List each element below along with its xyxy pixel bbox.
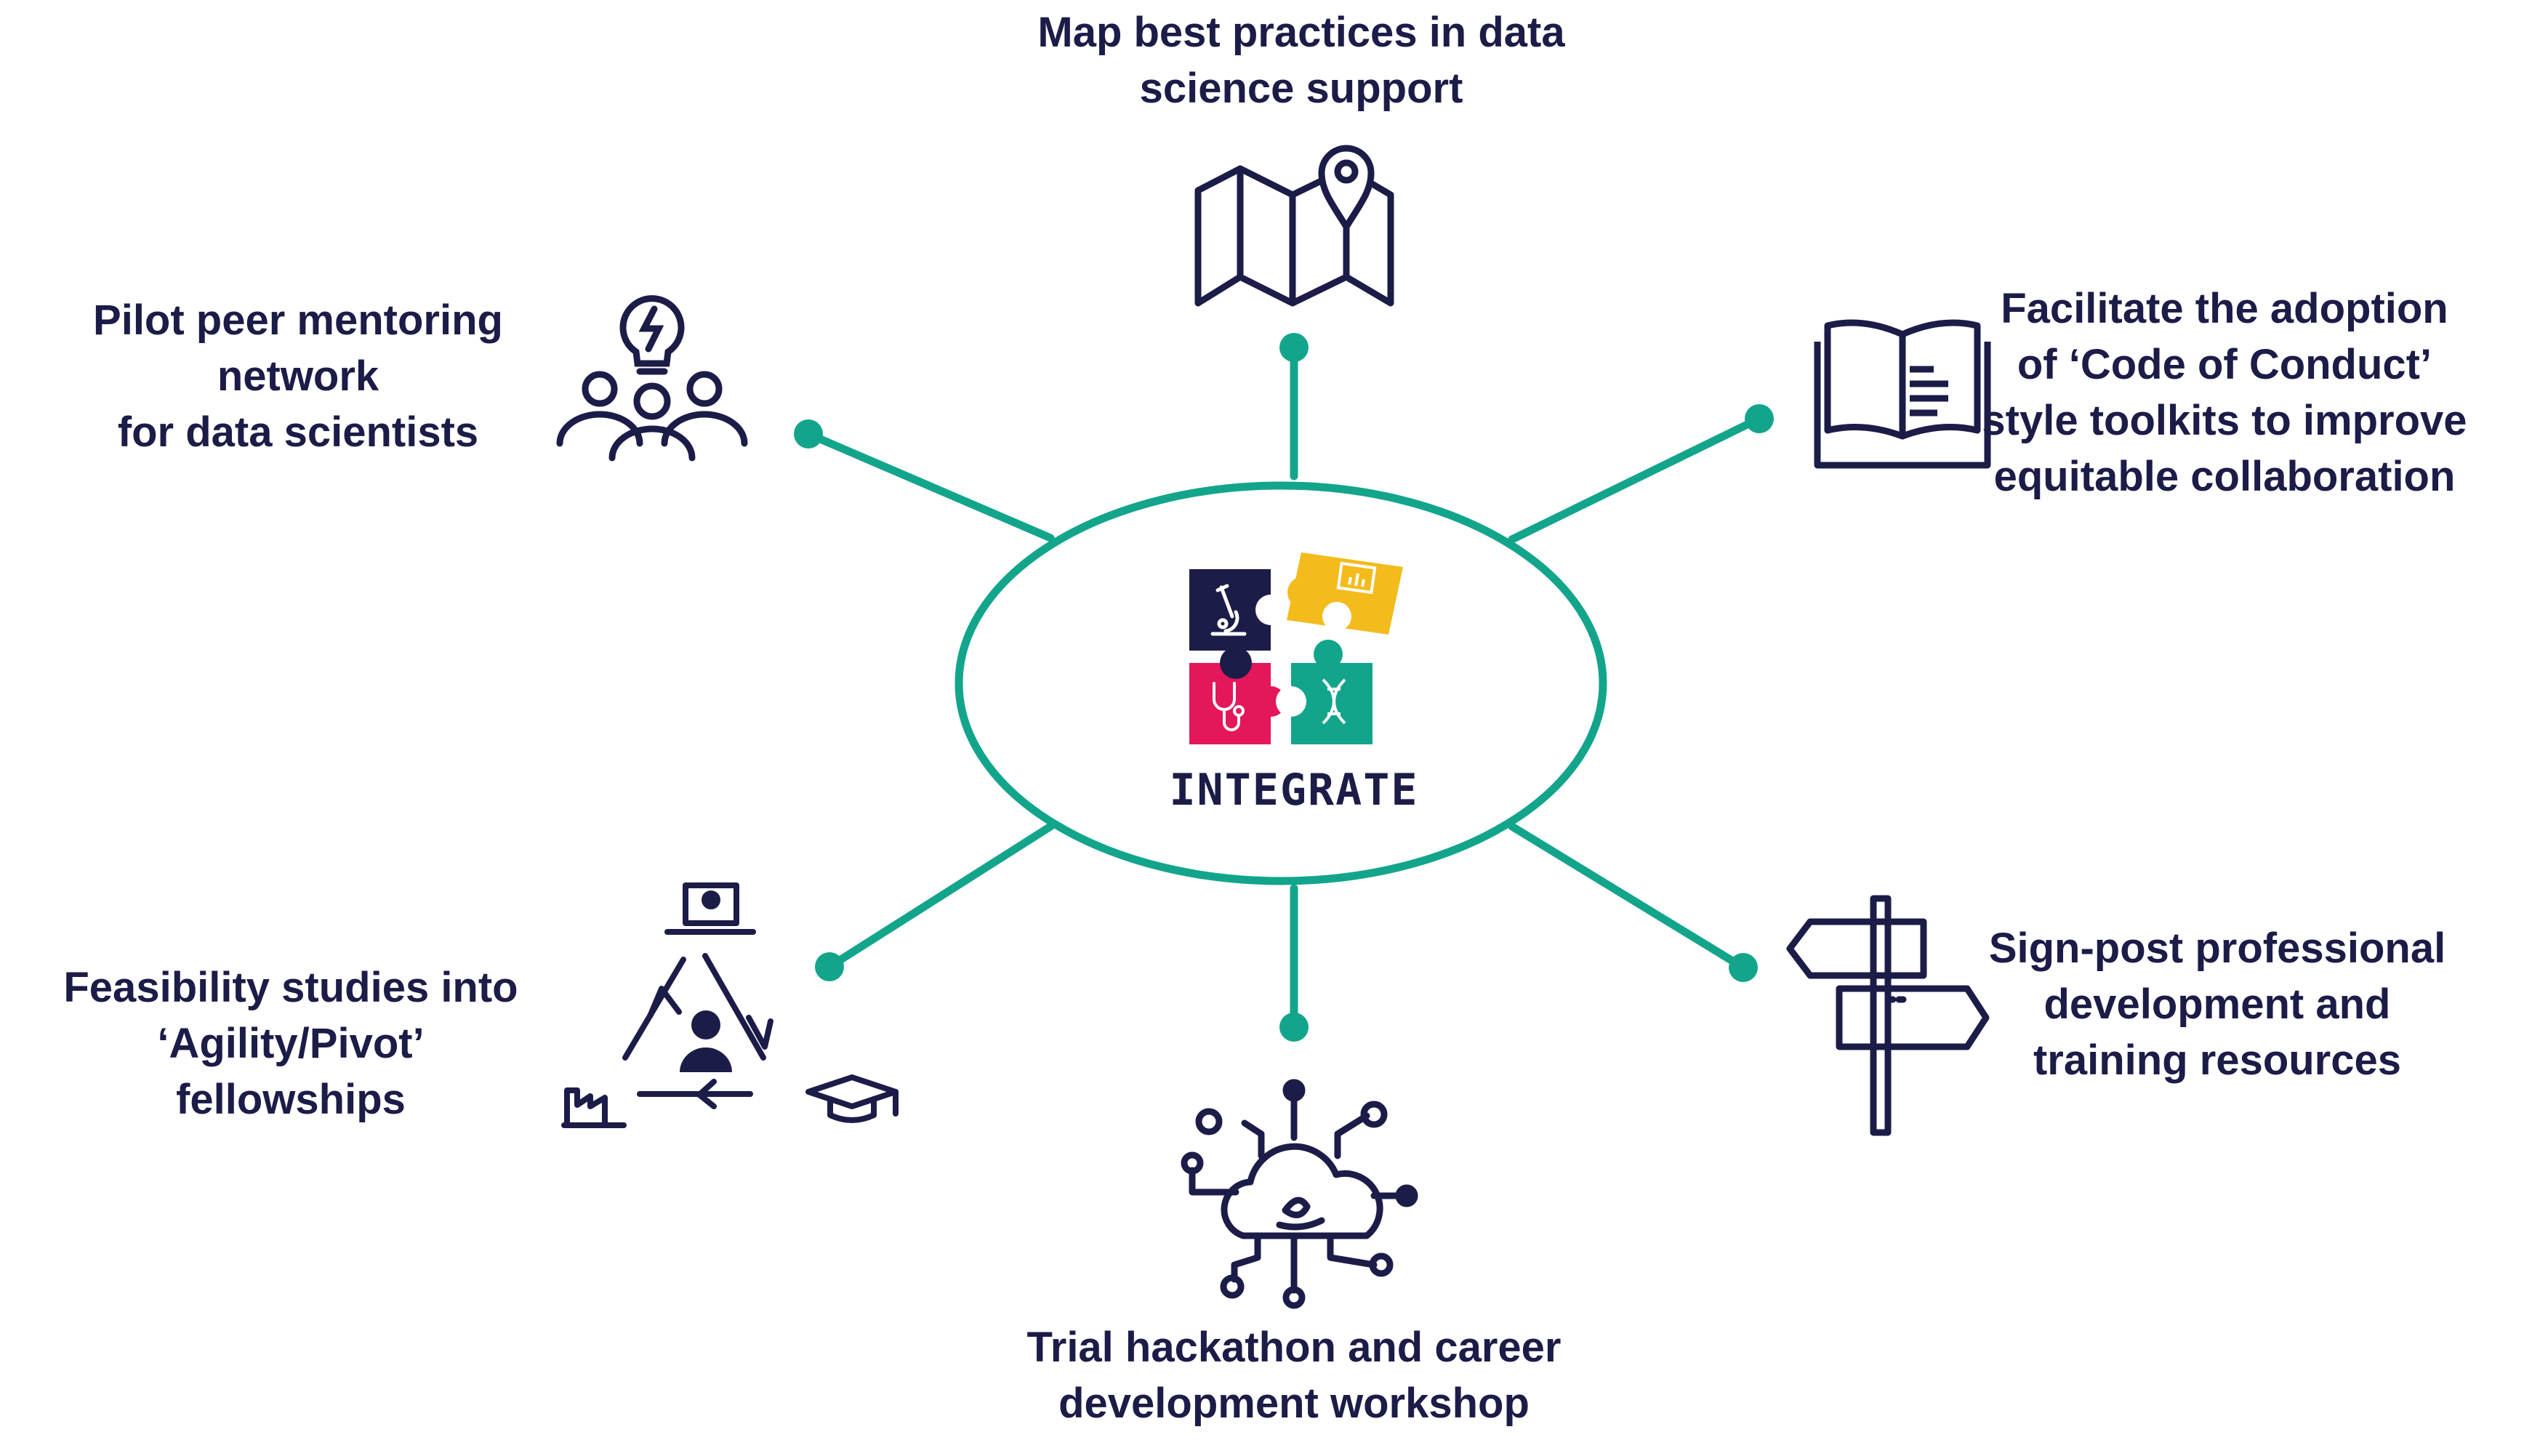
- stethoscope-icon: [1213, 682, 1245, 731]
- puzzle-piece-navy: [1189, 569, 1286, 651]
- label-line: Trial hackathon and career: [1026, 1324, 1562, 1371]
- label-map-best-practices: Map best practices in data science suppo…: [945, 4, 1657, 116]
- connector-hack: [1279, 884, 1309, 1042]
- connector-code: [1508, 404, 1774, 544]
- integrate-logo: [1189, 552, 1403, 744]
- connector-mentor: [794, 419, 1055, 542]
- puzzle-piece-teal: [1276, 640, 1372, 744]
- label-line: Map best practices in data: [1037, 9, 1565, 56]
- recycle-cycle-icon: [561, 882, 899, 1128]
- label-line: Pilot peer mentoring: [93, 297, 503, 344]
- label-hackathon: Trial hackathon and career development w…: [938, 1319, 1650, 1431]
- factory-icon: [561, 1087, 627, 1128]
- hub-title: INTEGRATE: [1169, 765, 1419, 816]
- microscope-icon: [1210, 584, 1247, 636]
- label-line: equitable collaboration: [1993, 453, 2456, 500]
- monitor-chart-icon: [1336, 561, 1377, 595]
- connector-map: [1279, 333, 1309, 480]
- label-code-of-conduct: Facilitate the adoption of ‘Code of Cond…: [1919, 281, 2530, 504]
- label-line: Facilitate the adoption: [2001, 285, 2448, 332]
- label-line: science support: [1139, 65, 1463, 112]
- label-line: for data scientists: [117, 409, 479, 456]
- puzzle-piece-yellow: [1287, 552, 1403, 635]
- label-line: style toolkits to improve: [1982, 397, 2467, 444]
- laptop-icon: [664, 882, 756, 935]
- label-line: network: [217, 353, 379, 400]
- map-pin-icon: [1194, 145, 1394, 307]
- label-line: development and: [2043, 981, 2391, 1028]
- connector-feas: [815, 822, 1055, 981]
- hub-ellipse: [954, 481, 1607, 885]
- person-icon: [680, 1010, 732, 1072]
- graduation-cap-icon: [805, 1074, 899, 1123]
- label-line: fellowships: [176, 1076, 406, 1123]
- signpost-icon: [1786, 895, 1990, 1136]
- label-line: of ‘Code of Conduct’: [2017, 341, 2432, 388]
- label-line: ‘Agility/Pivot’: [157, 1020, 425, 1067]
- connectors: [794, 333, 1774, 1042]
- people-idea-icon: [556, 295, 748, 462]
- dna-icon: [1322, 678, 1346, 725]
- connector-sign: [1508, 822, 1758, 982]
- label-line: Feasibility studies into: [63, 964, 518, 1011]
- label-line: training resources: [2033, 1037, 2402, 1084]
- cloud-network-icon: [1181, 1079, 1418, 1309]
- open-book-icon: [1814, 319, 1991, 469]
- label-feasibility-studies: Feasibility studies into ‘Agility/Pivot’…: [22, 960, 560, 1127]
- label-signpost: Sign-post professional development and t…: [1934, 920, 2501, 1088]
- label-peer-mentoring: Pilot peer mentoring network for data sc…: [29, 292, 567, 460]
- label-line: Sign-post professional: [1988, 925, 2446, 972]
- label-line: development workshop: [1058, 1380, 1530, 1427]
